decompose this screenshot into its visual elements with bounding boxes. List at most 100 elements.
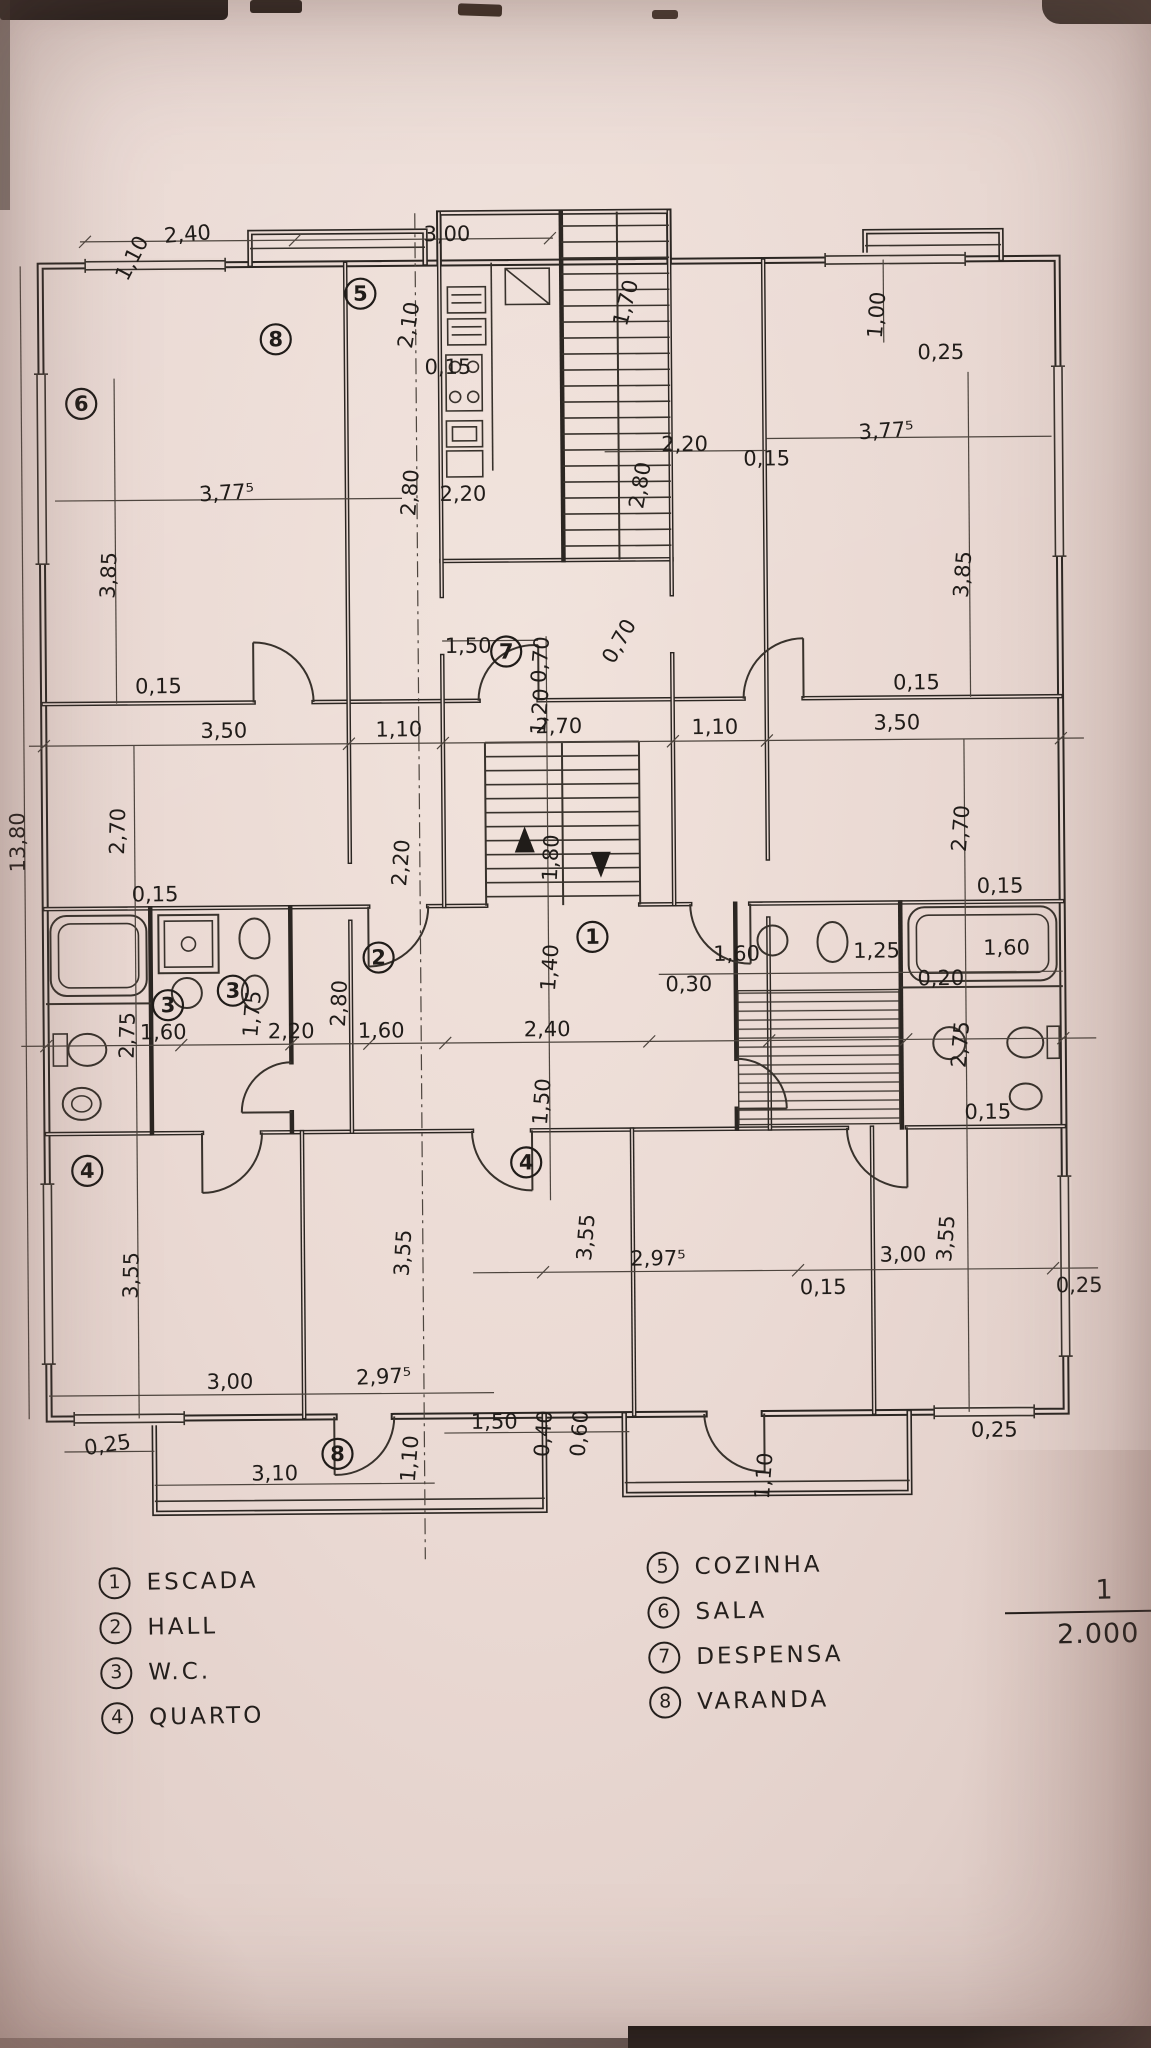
legend-label: ESCADA xyxy=(146,1567,259,1596)
room-marker: 2 xyxy=(362,941,395,974)
room-marker: 1 xyxy=(576,920,609,953)
dimension-label: 0,40 xyxy=(530,1409,558,1458)
stove-icon xyxy=(445,353,484,412)
svg-text:7: 7 xyxy=(499,639,514,663)
dimension-label: 2,80 xyxy=(396,468,424,517)
door-arcs xyxy=(200,637,909,1476)
room-marker: 4 xyxy=(71,1154,104,1187)
legend-number-circle: 1 xyxy=(98,1566,131,1600)
dimension-label: 0,70 xyxy=(526,635,554,684)
dimension-label: 3,00 xyxy=(206,1370,253,1394)
dimension-label: 2,70 xyxy=(535,714,582,738)
dimension-label: 2,80 xyxy=(624,460,655,510)
svg-text:5: 5 xyxy=(353,282,368,306)
room-marker: 6 xyxy=(65,387,98,420)
legend-left: 1 ESCADA 2 HALL 3 W.C. 4 QUARTO xyxy=(98,1564,265,1747)
dimension-label: 1,60 xyxy=(358,1018,405,1042)
dimension-label: 0,15 xyxy=(977,873,1024,897)
photo-edge-artifact xyxy=(628,2026,1151,2048)
svg-text:4: 4 xyxy=(519,1150,534,1174)
dimension-label: 1,60 xyxy=(713,942,760,966)
svg-text:3: 3 xyxy=(225,979,240,1003)
dimension-label: 0,70 xyxy=(597,615,641,668)
legend-label: QUARTO xyxy=(148,1702,265,1731)
legend-label: W.C. xyxy=(148,1658,212,1686)
scale-fraction-line xyxy=(1004,1609,1151,1615)
dimension-label: 3,85 xyxy=(96,551,122,599)
legend-item: 5 COZINHA xyxy=(646,1548,842,1584)
legend-label: DESPENSA xyxy=(696,1641,844,1670)
dimension-label: 1,60 xyxy=(140,1020,187,1044)
photo-edge-artifact xyxy=(0,0,10,210)
dimension-label: 3,85 xyxy=(949,550,977,599)
dimension-label: 1,40 xyxy=(536,943,564,992)
dimension-label: 0,25 xyxy=(1056,1273,1103,1297)
legend-label: SALA xyxy=(695,1597,768,1625)
svg-text:1: 1 xyxy=(585,925,600,949)
bathtub-icon xyxy=(907,905,1058,983)
legend-item: 2 HALL xyxy=(99,1609,263,1645)
sink-icon xyxy=(932,1026,967,1061)
bidet-icon xyxy=(1008,1082,1043,1111)
svg-text:6: 6 xyxy=(74,392,89,416)
kitchen-fixtures xyxy=(445,262,551,478)
dimension-label: 2,20 xyxy=(661,432,708,456)
dimension-label: 1,25 xyxy=(853,938,900,962)
dimension-label: 1,10 xyxy=(396,1434,424,1483)
dimension-label: 1,50 xyxy=(471,1409,518,1433)
room-marker: 5 xyxy=(344,277,377,310)
photo-edge-artifact xyxy=(0,0,228,20)
room-marker: 7 xyxy=(490,635,523,668)
svg-text:4: 4 xyxy=(80,1159,95,1183)
dimension-label: 2,20 xyxy=(387,838,415,887)
dimension-label: 2,97⁵ xyxy=(356,1363,412,1389)
room-marker: 8 xyxy=(321,1437,354,1470)
main-staircase xyxy=(483,740,642,906)
dimension-label: 1,00 xyxy=(863,291,891,340)
legend-item: 3 W.C. xyxy=(100,1654,264,1690)
dimension-label: 0,15 xyxy=(135,674,182,698)
dimension-label: 3,55 xyxy=(118,1252,143,1299)
dimension-label: 2,20 xyxy=(268,1019,315,1043)
dimension-lines xyxy=(19,213,1099,1560)
legend-right: 5 COZINHA 6 SALA 7 DESPENSA 8 VARANDA xyxy=(646,1548,845,1732)
svg-text:2: 2 xyxy=(371,945,386,969)
sink-icon xyxy=(61,1086,102,1121)
room-marker: 3 xyxy=(151,989,185,1022)
dimension-label: 1,60 xyxy=(983,935,1030,959)
dimension-label: 1,80 xyxy=(538,834,564,882)
stair-up-arrow-icon xyxy=(514,826,535,853)
dimension-label: 1,10 xyxy=(691,715,738,739)
legend-item: 6 SALA xyxy=(647,1593,843,1629)
legend-number-circle: 7 xyxy=(648,1641,681,1674)
legend-number-circle: 3 xyxy=(100,1656,133,1690)
dimension-label: 2,40 xyxy=(524,1017,571,1041)
kitchen-sink-icon xyxy=(445,419,484,478)
dimension-label: 0,30 xyxy=(665,972,712,996)
svg-text:3: 3 xyxy=(161,993,176,1017)
dimension-label: 1,20 xyxy=(526,687,554,736)
scale-indicator: 1 2.000 xyxy=(1004,1574,1151,1652)
dimension-label: 2,20 xyxy=(439,482,486,506)
sink-icon xyxy=(756,924,789,957)
dimension-label: 2,80 xyxy=(326,980,352,1028)
dimension-label: 3,77⁵ xyxy=(858,417,915,444)
legend-label: VARANDA xyxy=(696,1686,830,1715)
svg-text:8: 8 xyxy=(330,1442,345,1466)
dimension-label: 2,10 xyxy=(393,300,424,350)
dimension-label: 2,40 xyxy=(163,220,211,248)
bathtub-icon xyxy=(49,914,148,997)
bathroom-left xyxy=(49,913,271,1121)
legend-number-circle: 4 xyxy=(100,1701,134,1735)
room-marker: 8 xyxy=(259,323,292,356)
windows xyxy=(34,251,1073,1426)
toilet-icon xyxy=(1006,1025,1061,1060)
dimension-label: 3,55 xyxy=(390,1229,417,1277)
legend-item: 7 DESPENSA xyxy=(648,1638,844,1674)
hatched-service-area xyxy=(737,988,901,1126)
dimension-label: 1,10 xyxy=(375,717,422,741)
